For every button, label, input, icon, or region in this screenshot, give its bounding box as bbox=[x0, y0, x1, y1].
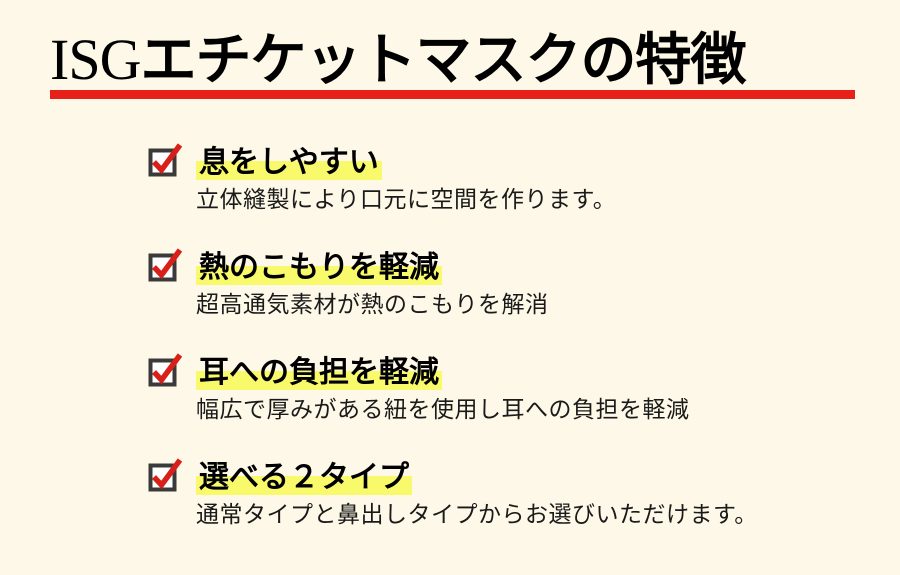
checked-checkbox-icon bbox=[148, 458, 182, 492]
feature-item: 熱のこもりを軽減 超高通気素材が熱のこもりを解消 bbox=[0, 237, 900, 342]
feature-description: 通常タイプと鼻出しタイプからお選びいただけます。 bbox=[196, 502, 758, 528]
feature-description: 幅広で厚みがある紐を使用し耳への負担を軽減 bbox=[196, 397, 690, 423]
feature-header: 選べる２タイプ bbox=[0, 447, 900, 497]
feature-title-wrap: 熱のこもりを軽減 bbox=[196, 237, 442, 287]
feature-header: 耳への負担を軽減 bbox=[0, 342, 900, 392]
brand-name: ISG bbox=[50, 27, 141, 92]
feature-header: 熱のこもりを軽減 bbox=[0, 237, 900, 287]
page-title: ISGエチケットマスクの特徴 bbox=[50, 28, 850, 93]
checked-checkbox-icon bbox=[148, 143, 182, 177]
feature-description: 立体縫製により口元に空間を作ります。 bbox=[196, 187, 617, 213]
feature-description: 超高通気素材が熱のこもりを解消 bbox=[196, 292, 549, 318]
feature-item: 選べる２タイプ 通常タイプと鼻出しタイプからお選びいただけます。 bbox=[0, 447, 900, 552]
feature-list: 息をしやすい 立体縫製により口元に空間を作ります。 熱のこもりを軽減 超高通気素… bbox=[0, 132, 900, 552]
header: ISGエチケットマスクの特徴 bbox=[0, 18, 900, 110]
feature-title-wrap: 選べる２タイプ bbox=[196, 447, 412, 497]
feature-title: 選べる２タイプ bbox=[196, 459, 412, 497]
feature-header: 息をしやすい bbox=[0, 132, 900, 182]
page-title-jp: エチケットマスクの特徴 bbox=[140, 28, 746, 93]
feature-title: 息をしやすい bbox=[196, 144, 382, 182]
feature-title: 耳への負担を軽減 bbox=[196, 354, 442, 392]
checked-checkbox-icon bbox=[148, 353, 182, 387]
title-underline-rule bbox=[50, 90, 855, 99]
feature-title-wrap: 息をしやすい bbox=[196, 132, 382, 182]
feature-title: 熱のこもりを軽減 bbox=[196, 249, 442, 287]
checked-checkbox-icon bbox=[148, 248, 182, 282]
feature-item: 耳への負担を軽減 幅広で厚みがある紐を使用し耳への負担を軽減 bbox=[0, 342, 900, 447]
feature-title-wrap: 耳への負担を軽減 bbox=[196, 342, 442, 392]
feature-item: 息をしやすい 立体縫製により口元に空間を作ります。 bbox=[0, 132, 900, 237]
